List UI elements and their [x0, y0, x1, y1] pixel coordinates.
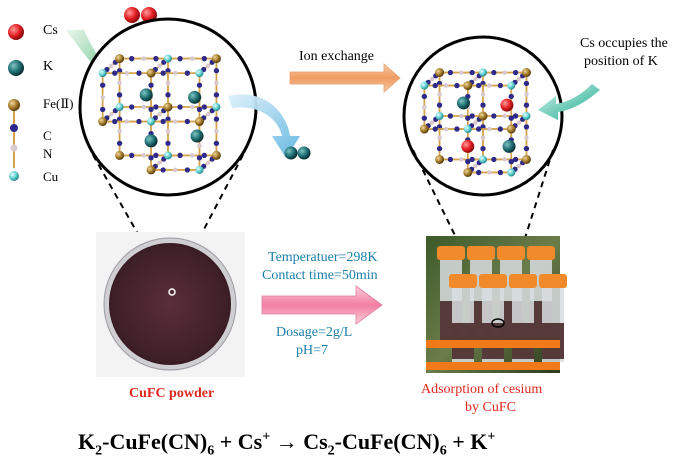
cs-legend-icon: [8, 24, 24, 40]
cs-occupies-arrow-icon: [538, 84, 600, 120]
temperature-label: Temperatuer=298K: [268, 250, 378, 265]
legend-n-label: N: [43, 146, 53, 161]
fe-c-n-legend-icon: [8, 99, 20, 181]
legend-cu-label: Cu: [43, 169, 59, 184]
legend: [8, 24, 24, 181]
adsorption-caption-line1: Adsorption of cesium: [421, 382, 543, 397]
cufc-powder-photo: [96, 232, 245, 377]
ion-exchange-label: Ion exchange: [299, 49, 375, 64]
reaction-equation: K2-CuFe(CN)6 + Cs+ → Cs2-CuFe(CN)6 + K+: [78, 429, 496, 459]
cs-occupies-label-line2: position of K: [584, 54, 658, 69]
powder-caption: CuFC powder: [129, 386, 215, 401]
legend-cs-label: Cs: [43, 23, 58, 38]
conditions-arrow-icon: [261, 285, 383, 325]
legend-c-label: C: [43, 128, 52, 143]
cs-occupies-label-line1: Cs occupies the: [580, 36, 668, 51]
lattice-before-exchange: [78, 17, 258, 197]
ion-exchange-arrow-icon: [289, 63, 401, 93]
dosage-label: Dosage=2g/L: [276, 325, 353, 340]
lattice-after-exchange: [402, 35, 564, 197]
k-ions-released-icon: [284, 146, 311, 160]
k-exit-arrow-icon: [228, 94, 300, 158]
legend-fe-label: Fe(Ⅱ): [43, 96, 74, 111]
adsorption-caption-line2: by CuFC: [465, 400, 516, 415]
adsorption-tubes-photo: [426, 236, 567, 373]
legend-k-label: K: [43, 59, 54, 74]
k-legend-icon: [8, 60, 24, 76]
ph-label: pH=7: [296, 343, 329, 358]
contact-time-label: Contact time=50min: [262, 268, 378, 283]
